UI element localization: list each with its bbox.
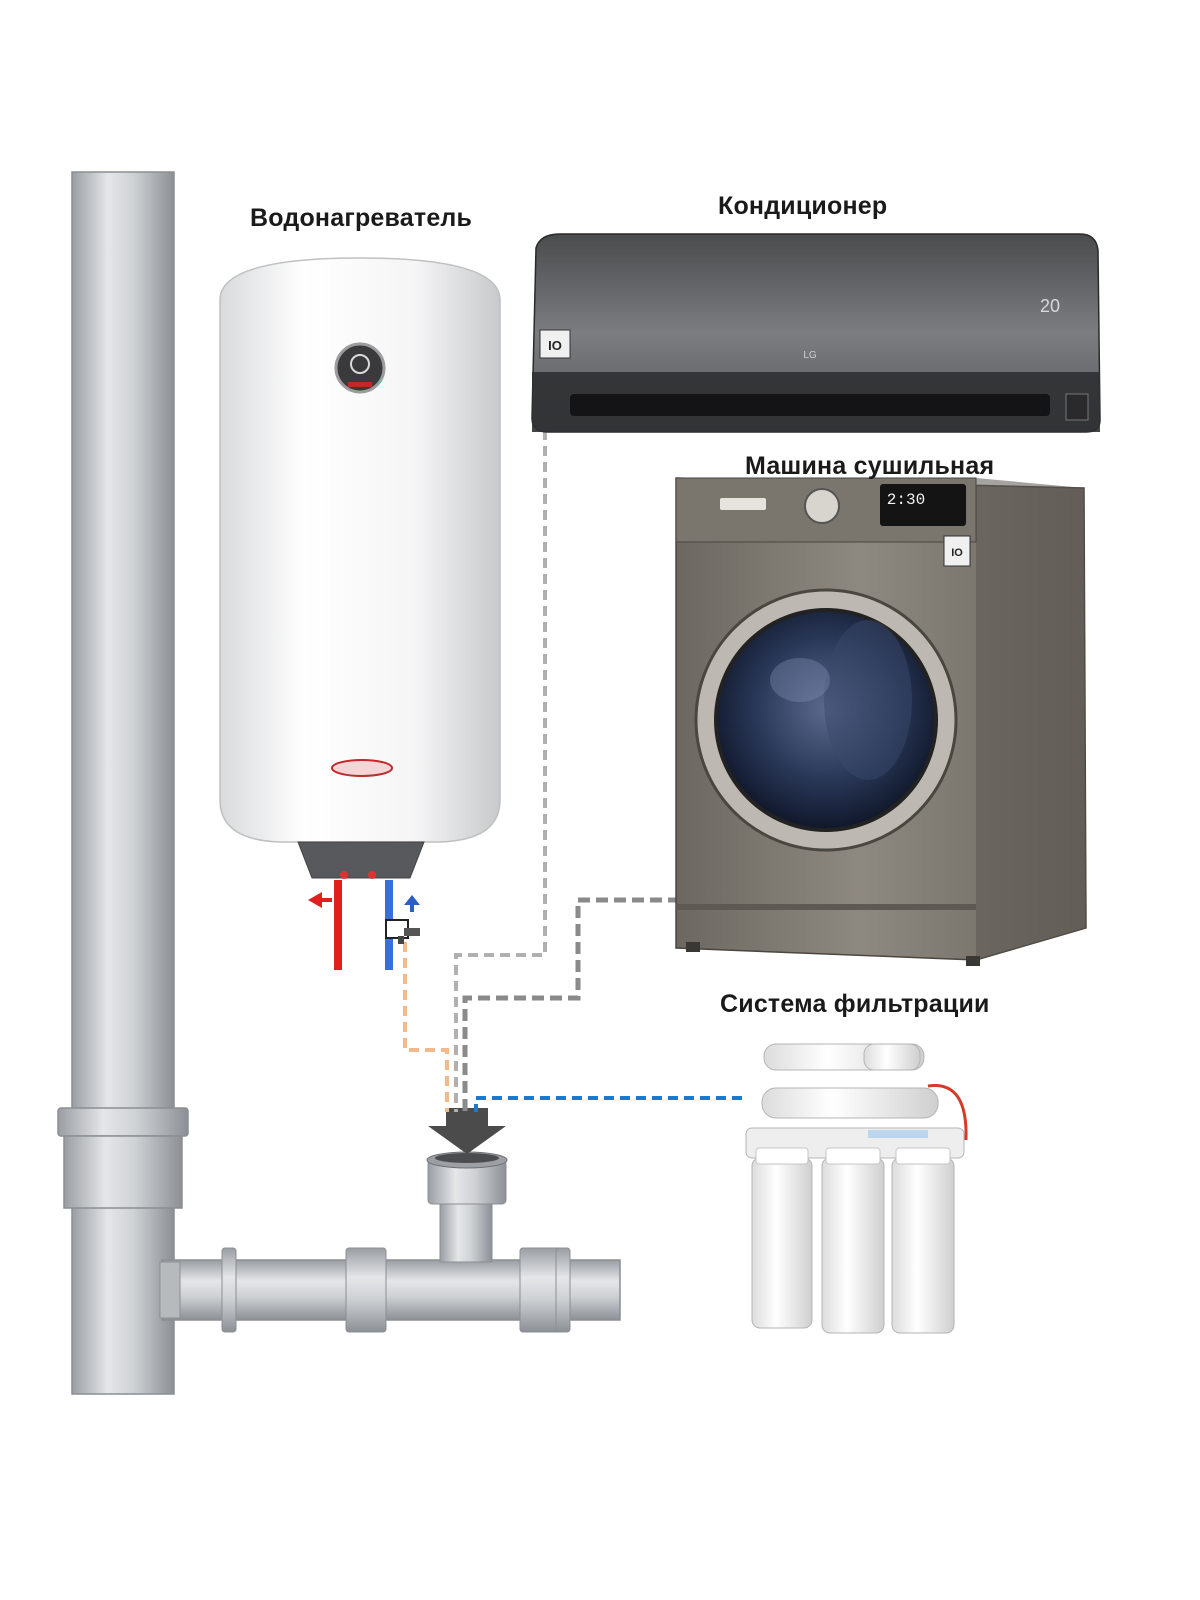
ac-brand-badge: LG (803, 350, 817, 361)
sewer-riser-pipe (57, 171, 189, 1395)
cold-water-arrow-icon (404, 895, 420, 912)
ac-energy-badge: IO (548, 338, 562, 353)
horizontal-drain-pipe (159, 1247, 621, 1333)
filtration-drain-line (474, 1096, 742, 1112)
water-heater-drain-line (403, 942, 449, 1112)
filtration-system (745, 1043, 968, 1334)
heater-brand-badge (331, 759, 393, 777)
water-heater-label: Водонагреватель (250, 204, 473, 232)
dryer-energy-badge: IO (951, 547, 963, 559)
hot-water-arrow-icon (308, 892, 332, 908)
filtration-system-label: Система фильтрации (720, 990, 990, 1018)
dryer-display-time: 2:30 (887, 491, 925, 509)
dryer-label: Машина сушильная (745, 452, 995, 480)
hot-water-pipe (334, 880, 342, 970)
air-conditioner-label: Кондиционер (718, 192, 888, 220)
drain-tee-inlet (426, 1151, 508, 1263)
heater-thermostat-dial (334, 342, 386, 394)
dryer-program-dial (804, 488, 840, 524)
ac-display-value: 20 (1040, 296, 1060, 316)
drain-arrow-icon (428, 1108, 506, 1154)
safety-valve-icon (385, 919, 420, 944)
air-conditioner: IO LG 20 (531, 233, 1101, 433)
tumble-dryer: 2:30 IO (675, 477, 1087, 966)
water-heater (219, 257, 501, 879)
air-conditioner-drain-line (454, 430, 547, 1112)
dryer-drain-line (462, 897, 680, 1112)
